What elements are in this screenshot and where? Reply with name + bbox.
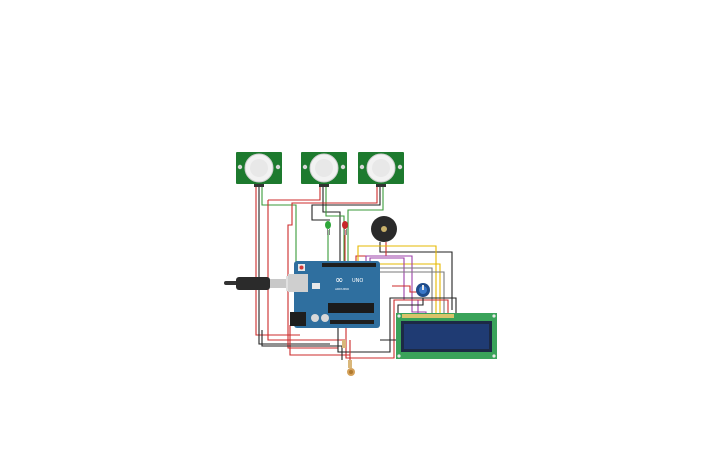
wire-pir3-green [347,186,384,262]
wire-pir2-red [268,186,321,201]
wire-lcd-red-power [345,299,449,359]
usb-jack [288,274,308,292]
wire-pir1-green [261,186,297,262]
pir-sensor-2[interactable] [301,152,347,187]
board-model-label: UNO [352,278,363,284]
lcd-pin-header [402,314,454,318]
wire-buzzer-black [379,242,453,310]
wire-bottom-black [261,330,343,360]
power-jack [290,312,306,326]
piezo-buzzer[interactable] [371,216,397,242]
power-header [330,320,374,324]
green-led[interactable] [325,221,331,235]
arduino-uno-board[interactable]: ∞ UNO ARDUINO [288,261,380,328]
wire-bottom-red [289,325,350,356]
resistor-1[interactable] [342,340,346,348]
wire-pir3-red [287,186,378,349]
pir-sensor-1[interactable] [236,152,282,187]
wire-lcd-black-gnd [337,297,457,353]
capacitor-1 [311,314,319,322]
wire-lcd-purple-2 [369,257,419,316]
wire-pir3-black [311,186,381,221]
microcontroller-chip [328,303,374,313]
wire-pir2-green [325,186,345,262]
wire-pot-wiper [380,298,424,341]
digital-header [322,263,376,267]
lcd-16x2[interactable] [396,313,497,359]
wire-pot-red [392,285,418,293]
wire-lcd-yellow-1 [357,245,437,314]
pir-sensor-3[interactable] [358,152,404,187]
potentiometer[interactable] [416,283,430,297]
arduino-logo: ∞ [335,275,343,286]
red-led[interactable] [342,221,348,235]
wire-red-loop-left [267,200,345,341]
wire-lcd-purple-1 [365,255,427,316]
wire-lcd-gray-2 [377,262,445,314]
lcd-screen [404,324,489,349]
wire-pir1-black [258,186,330,345]
wire-pir1-red [255,186,300,336]
wire-pir2-black [322,186,341,262]
wires [255,186,457,368]
board-brand-label: ARDUINO [335,287,350,291]
capacitor-2 [321,314,329,322]
resistor-2[interactable] [348,360,352,368]
photoresistor[interactable] [347,368,355,376]
